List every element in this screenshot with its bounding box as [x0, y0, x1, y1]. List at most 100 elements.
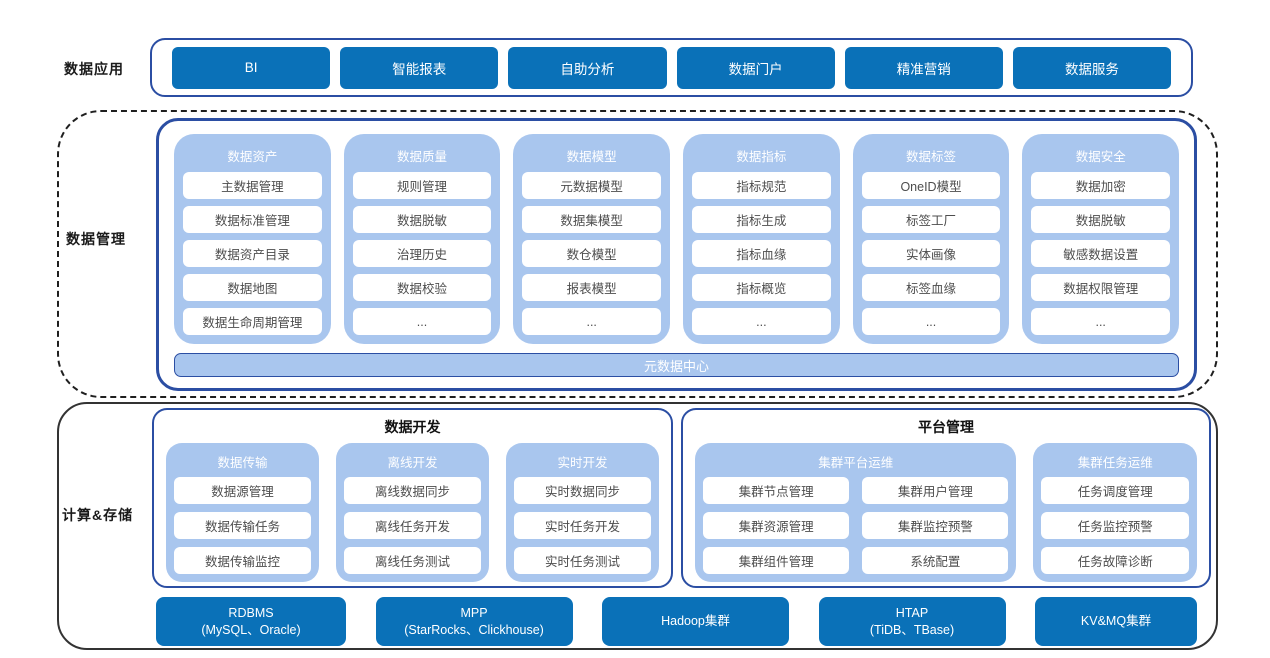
column-title: 数据模型 [566, 150, 617, 164]
app-chip-smart-report: 智能报表 [340, 46, 499, 89]
dev-column-realtime-dev: 实时开发 实时数据同步 实时任务开发 实时任务测试 [506, 443, 659, 582]
storage-chip-line2: (MySQL、Oracle) [201, 622, 301, 637]
column-title: 数据标签 [906, 150, 957, 164]
cluster-platform-grid: 集群节点管理 集群用户管理 集群资源管理 集群监控预警 集群组件管理 系统配置 [703, 477, 1009, 574]
management-layer-outline [57, 110, 1218, 398]
module-chip: 实时任务开发 [514, 512, 651, 539]
module-chip: 报表模型 [522, 274, 662, 301]
module-chip: 系统配置 [862, 547, 1009, 574]
module-chip-more: ... [692, 308, 831, 335]
storage-chip-htap: HTAP (TiDB、TBase) [818, 597, 1006, 646]
app-chip-data-service: 数据服务 [1012, 46, 1172, 89]
storage-chip-line1: MPP [460, 605, 488, 620]
module-chip: 数据脱敏 [1031, 206, 1171, 233]
module-chip: 数据权限管理 [1031, 274, 1171, 301]
column-title: 数据安全 [1075, 150, 1126, 164]
column-cluster-task-ops: 集群任务运维 任务调度管理 任务监控预警 任务故障诊断 [1033, 443, 1197, 582]
module-chip-more: ... [522, 308, 662, 335]
platform-management-title: 平台管理 [918, 419, 974, 435]
app-chip-self-analysis: 自助分析 [508, 46, 667, 89]
mgmt-column-data-model: 数据模型 元数据模型 数据集模型 数仓模型 报表模型 ... [513, 134, 671, 344]
module-chip: 任务故障诊断 [1041, 547, 1189, 574]
management-layer: 数据资产 主数据管理 数据标准管理 数据资产目录 数据地图 数据生命周期管理 数… [156, 118, 1197, 391]
module-chip: 元数据模型 [522, 172, 662, 199]
module-chip: 数据传输监控 [174, 547, 311, 574]
storage-chip-line2: (TiDB、TBase) [869, 622, 955, 637]
module-chip: 数仓模型 [522, 240, 662, 267]
module-chip: 数据源管理 [174, 477, 311, 504]
app-chip-precision-marketing: 精准营销 [844, 46, 1003, 89]
module-chip: 离线数据同步 [344, 477, 481, 504]
platform-management-columns: 集群平台运维 集群节点管理 集群用户管理 集群资源管理 集群监控预警 集群组件管… [695, 443, 1197, 582]
mgmt-column-data-security: 数据安全 数据加密 数据脱敏 敏感数据设置 数据权限管理 ... [1022, 134, 1180, 344]
compute-storage-layer-outline [57, 402, 1218, 650]
module-chip: 数据传输任务 [174, 512, 311, 539]
module-chip: 标签血缘 [861, 274, 1001, 301]
column-title: 实时开发 [557, 456, 608, 470]
module-chip: 离线任务开发 [344, 512, 481, 539]
module-chip: OneID模型 [861, 172, 1001, 199]
module-chip: 集群组件管理 [703, 547, 850, 574]
storage-chip-line1: KV&MQ集群 [1080, 614, 1152, 629]
storage-chip-line2: (StarRocks、Clickhouse) [404, 622, 544, 637]
storage-chip-mpp: MPP (StarRocks、Clickhouse) [375, 597, 573, 646]
module-chip: 标签工厂 [861, 206, 1001, 233]
platform-management-box: 平台管理 集群平台运维 集群节点管理 集群用户管理 集群资源管理 集群监控预警 … [681, 408, 1211, 588]
module-chip: 数据生命周期管理 [183, 308, 322, 335]
storage-chip-hadoop: Hadoop集群 [602, 597, 789, 646]
module-chip: 主数据管理 [183, 172, 322, 199]
app-chip-data-portal: 数据门户 [676, 46, 835, 89]
module-chip-more: ... [1031, 308, 1171, 335]
storage-chip-line1: RDBMS [228, 605, 274, 620]
module-chip: 指标规范 [692, 172, 831, 199]
data-development-box: 数据开发 数据传输 数据源管理 数据传输任务 数据传输监控 离线开发 离线数据同… [152, 408, 673, 588]
dev-column-data-transfer: 数据传输 数据源管理 数据传输任务 数据传输监控 [166, 443, 319, 582]
module-chip-more: ... [861, 308, 1001, 335]
management-layer-label: 数据管理 [66, 231, 126, 247]
column-title: 集群任务运维 [1077, 456, 1153, 470]
module-chip: 实体画像 [861, 240, 1001, 267]
module-chip: 实时数据同步 [514, 477, 651, 504]
management-columns: 数据资产 主数据管理 数据标准管理 数据资产目录 数据地图 数据生命周期管理 数… [174, 134, 1180, 344]
application-layer-label: 数据应用 [64, 61, 124, 77]
module-chip: 数据脱敏 [352, 206, 492, 233]
module-chip: 实时任务测试 [514, 547, 651, 574]
module-chip: 数据标准管理 [183, 206, 322, 233]
module-chip: 数据地图 [183, 274, 322, 301]
module-chip: 规则管理 [352, 172, 492, 199]
mgmt-column-data-asset: 数据资产 主数据管理 数据标准管理 数据资产目录 数据地图 数据生命周期管理 [174, 134, 331, 344]
module-chip: 集群资源管理 [703, 512, 850, 539]
column-title: 数据资产 [227, 150, 278, 164]
storage-chip-rdbms: RDBMS (MySQL、Oracle) [156, 597, 346, 646]
module-chip: 集群监控预警 [862, 512, 1009, 539]
module-chip: 离线任务测试 [344, 547, 481, 574]
storage-engines-row: RDBMS (MySQL、Oracle) MPP (StarRocks、Clic… [156, 597, 1197, 646]
data-development-columns: 数据传输 数据源管理 数据传输任务 数据传输监控 离线开发 离线数据同步 离线任… [166, 443, 659, 582]
dev-column-offline-dev: 离线开发 离线数据同步 离线任务开发 离线任务测试 [336, 443, 489, 582]
metadata-center-bar: 元数据中心 [174, 353, 1179, 377]
application-layer: BI 智能报表 自助分析 数据门户 精准营销 数据服务 [150, 38, 1193, 97]
module-chip: 治理历史 [352, 240, 492, 267]
column-title: 数据质量 [397, 150, 448, 164]
module-chip: 指标生成 [692, 206, 831, 233]
module-chip: 数据校验 [352, 274, 492, 301]
mgmt-column-data-tag: 数据标签 OneID模型 标签工厂 实体画像 标签血缘 ... [852, 134, 1010, 344]
module-chip: 集群用户管理 [862, 477, 1009, 504]
data-development-title: 数据开发 [384, 419, 441, 435]
module-chip: 数据集模型 [522, 206, 662, 233]
storage-chip-line1: HTAP [895, 605, 929, 620]
storage-chip-kvmq: KV&MQ集群 [1035, 597, 1197, 646]
module-chip-more: ... [352, 308, 492, 335]
column-title: 数据指标 [736, 150, 787, 164]
column-title: 数据传输 [217, 456, 268, 470]
module-chip: 敏感数据设置 [1031, 240, 1171, 267]
module-chip: 集群节点管理 [703, 477, 850, 504]
module-chip: 任务调度管理 [1041, 477, 1189, 504]
module-chip: 任务监控预警 [1041, 512, 1189, 539]
compute-storage-layer-label: 计算&存储 [62, 507, 134, 523]
module-chip: 指标血缘 [692, 240, 831, 267]
storage-chip-line1: Hadoop集群 [661, 614, 730, 629]
column-title: 集群平台运维 [818, 456, 894, 470]
module-chip: 数据加密 [1031, 172, 1171, 199]
